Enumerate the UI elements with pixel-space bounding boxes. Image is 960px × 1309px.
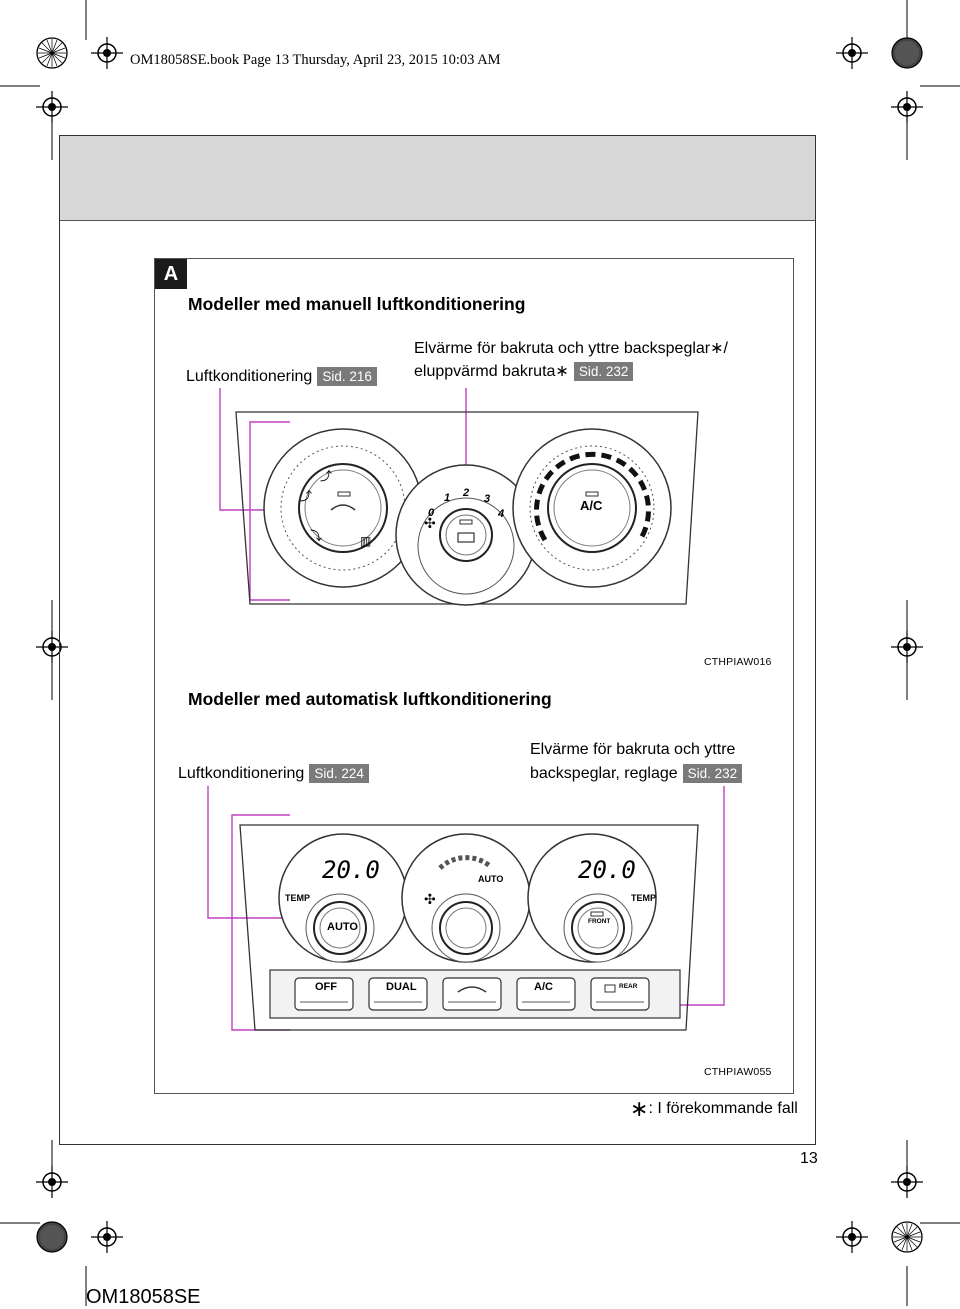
manual-ac-page-ref[interactable]: Sid. 216 [317, 367, 377, 387]
left-temp-dial [278, 833, 408, 963]
footnote-symbol: ∗ [630, 1096, 649, 1121]
ac-knob-label[interactable]: A/C [580, 498, 603, 513]
footnote: ∗: I förekommande fall [630, 1096, 798, 1122]
right-temp-dial [527, 833, 657, 963]
fan-speed-dial: ✣ [395, 464, 537, 606]
footnote-text: : I förekommande fall [648, 1100, 798, 1117]
temperature-dial [512, 428, 672, 588]
right-temp-label: TEMP [631, 893, 657, 903]
document-code: OM18058SE [86, 1286, 201, 1308]
svg-text:⤵: ⤵ [310, 529, 322, 543]
page-number: 13 [800, 1150, 818, 1167]
left-temp-display: 20.0 [322, 856, 380, 884]
fan-speed-1: 1 [444, 492, 451, 504]
page-frame [59, 135, 816, 1145]
manual-panel-outline [235, 411, 699, 605]
automatic-defog-page-ref[interactable]: Sid. 232 [682, 764, 743, 784]
svg-text:⤴: ⤴ [300, 488, 312, 503]
fan-speed-4: 4 [498, 508, 505, 520]
auto-knob[interactable]: AUTO [327, 921, 358, 933]
manual-heading: Modeller med manuell luftkonditionering [188, 294, 526, 314]
manual-defog-page-ref[interactable]: Sid. 232 [573, 362, 634, 382]
automatic-defog-label-line2: backspeglar, reglage [530, 765, 678, 782]
automatic-defog-label-line1: Elvärme för bakruta och yttre [530, 741, 736, 758]
section-tab: A [155, 259, 187, 289]
svg-text:✣: ✣ [424, 892, 436, 908]
ac-button[interactable]: A/C [534, 981, 553, 993]
automatic-ac-label-text: Luftkonditionering [178, 765, 305, 782]
header-band [60, 136, 815, 221]
automatic-heading: Modeller med automatisk luftkonditioneri… [188, 689, 552, 709]
right-temp-display: 20.0 [578, 856, 636, 884]
manual-defog-label: eluppvärmd bakruta∗Sid. 232 [414, 361, 634, 383]
automatic-image-code: CTHPIAW055 [704, 1066, 772, 1078]
recirculation-button-shape [442, 977, 502, 1011]
front-defog-label[interactable]: FRONT [588, 918, 611, 925]
automatic-panel-outline [239, 824, 699, 1031]
automatic-ac-page-ref[interactable]: Sid. 224 [309, 764, 369, 784]
rear-defog-icon [604, 984, 616, 993]
svg-text:▥: ▥ [360, 534, 371, 548]
svg-text:⤴: ⤴ [320, 468, 332, 483]
fan-speed-2: 2 [463, 487, 470, 499]
rear-defog-button[interactable]: REAR [619, 983, 638, 990]
book-header: OM18058SE.book Page 13 Thursday, April 2… [130, 52, 501, 68]
left-temp-label: TEMP [285, 893, 311, 903]
fan-speed-0: 0 [428, 507, 435, 519]
manual-defog-label-line1: Elvärme för bakruta och yttre backspegla… [414, 340, 728, 357]
center-fan-dial: ✣ [401, 833, 531, 963]
content-box [154, 258, 794, 1094]
off-button[interactable]: OFF [315, 981, 337, 993]
svg-text:✣: ✣ [424, 516, 436, 532]
recirculation-icon [457, 986, 487, 993]
manual-image-code: CTHPIAW016 [704, 656, 772, 668]
manual-ac-label-text: Luftkonditionering [186, 368, 313, 385]
fan-speed-3: 3 [484, 493, 491, 505]
auto-indicator-label: AUTO [478, 874, 504, 884]
dual-button[interactable]: DUAL [386, 981, 417, 993]
manual-defog-label-line2: eluppvärmd bakruta∗ [414, 363, 569, 380]
